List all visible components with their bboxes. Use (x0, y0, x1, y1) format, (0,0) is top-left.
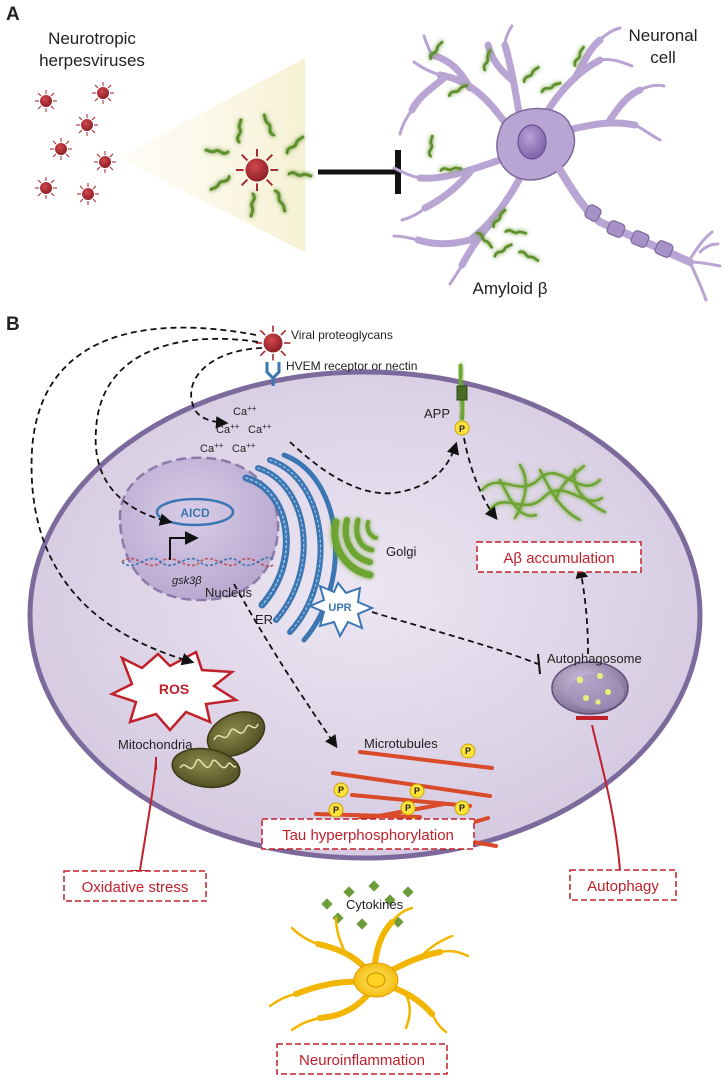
autophagy-box: Autophagy (569, 869, 677, 901)
ros-burst: ROS (108, 650, 240, 732)
phosphate-label: P (459, 803, 465, 813)
er-label: ER (255, 612, 273, 627)
upr-label: UPR (328, 602, 351, 614)
arrow-gsk3b-to-tau (233, 583, 338, 749)
astrocyte-icon (268, 906, 470, 1034)
amyloid-fibril-icon (446, 83, 470, 98)
upr-inhibits-autophagosome (371, 611, 539, 665)
neuroinflammation-box: Neuroinflammation (276, 1043, 448, 1075)
virus-icon (91, 81, 115, 105)
phosphate-label: P (405, 803, 411, 813)
virus-icon (34, 89, 58, 113)
calcium-label: Ca++ (248, 422, 272, 436)
amyloid-label: Amyloid β (473, 279, 548, 298)
amyloid-fibril-icon (519, 65, 543, 84)
arrow-calcium-to-app (289, 441, 460, 495)
small-viruses (34, 81, 117, 206)
virus-title-line2: herpesviruses (39, 51, 145, 70)
amyloid-fibril-icon (491, 243, 515, 258)
gene-label: gsk3β (172, 575, 202, 587)
amyloid-fibril-icon (504, 225, 528, 240)
receptor-icon (265, 362, 281, 381)
pathway-arrows (30, 326, 589, 749)
arrow-virus-to-ros (30, 326, 257, 666)
inhibition-bar (318, 150, 401, 194)
aicd-shape (155, 497, 235, 527)
cell-membrane (27, 369, 703, 861)
microtubules-label: Microtubules (364, 736, 438, 751)
virus-icon (93, 150, 117, 174)
arrow-autophagosome-to-abeta (575, 565, 589, 655)
virus-icon (34, 176, 58, 200)
upr-burst: UPR (307, 581, 375, 639)
abeta-fibril-tangle (480, 463, 607, 522)
virus-icon (254, 324, 292, 362)
arrow-virus-to-nucleus (94, 337, 259, 526)
abeta-accumulation-box: Aβ accumulation (476, 541, 642, 573)
virus-icon (76, 182, 100, 206)
cytokines-label: Cytokines (346, 897, 404, 912)
phosphate-label: P (459, 424, 465, 434)
oxidative-stress-box: Oxidative stress (63, 870, 207, 902)
neuron-title-line2: cell (650, 48, 676, 67)
virus-bound-to-receptor (254, 324, 292, 386)
autophagosome-label: Autophagosome (547, 651, 642, 666)
autophagy-label: Autophagy (587, 878, 659, 895)
amyloid-fibril-icon (517, 246, 540, 267)
mitochondria-label: Mitochondria (118, 737, 193, 752)
viral-proteoglycans-label: Viral proteoglycans (291, 328, 393, 342)
neuron-illustration (392, 24, 722, 302)
phosphate-label: P (465, 746, 471, 756)
panel-b: B Viral proteoglycans HVEM receptor or n… (6, 314, 703, 1075)
amyloid-fibril-icon (424, 134, 439, 158)
panel-a-label: A (6, 4, 20, 25)
neuron-nucleus (517, 124, 547, 160)
calcium-label: Ca++ (200, 441, 224, 455)
neuron-title-line1: Neuronal (629, 26, 698, 45)
abeta-accumulation-label: Aβ accumulation (503, 550, 614, 567)
autophagy-inhibition (576, 716, 621, 871)
ros-label: ROS (159, 681, 189, 697)
magnification-cone (118, 58, 305, 252)
nucleus-label: Nucleus (205, 585, 252, 600)
app-protein (456, 363, 468, 421)
oxidative-stress-label: Oxidative stress (82, 879, 189, 896)
virus-title-line1: Neurotropic (48, 29, 136, 48)
calcium-label: Ca++ (233, 404, 257, 418)
neuroinflammation-label: Neuroinflammation (299, 1052, 425, 1069)
aicd-label: AICD (180, 506, 210, 520)
phosphate-label: P (333, 805, 339, 815)
golgi (331, 517, 378, 579)
panel-b-label: B (6, 314, 20, 335)
calcium-label: Ca++ (232, 441, 256, 455)
hvem-receptor-label: HVEM receptor or nectin (286, 359, 417, 373)
mitochondrion (171, 747, 241, 789)
phosphate-label: P (414, 786, 420, 796)
mitochondrion (206, 711, 266, 757)
transcription-arrow (169, 531, 199, 560)
nucleus: AICD gsk3β Nucleus (118, 456, 280, 602)
virus-icon (75, 113, 99, 137)
virus-icon (234, 147, 280, 193)
virus-icon (49, 137, 73, 161)
inhibition-tbar (537, 653, 541, 675)
panel-a: A Neurotropic herpesviruses (6, 4, 722, 302)
autophagosome (551, 661, 629, 715)
app-label: APP (424, 406, 450, 421)
phosphate-label: P (338, 785, 344, 795)
arrow-virus-to-calcium (190, 347, 263, 429)
golgi-label: Golgi (386, 544, 416, 559)
endoplasmic-reticulum (242, 452, 338, 643)
tau-hyperphosphorylation-box: Tau hyperphosphorylation (261, 818, 475, 850)
tau-hyperphosphorylation-label: Tau hyperphosphorylation (282, 827, 454, 844)
